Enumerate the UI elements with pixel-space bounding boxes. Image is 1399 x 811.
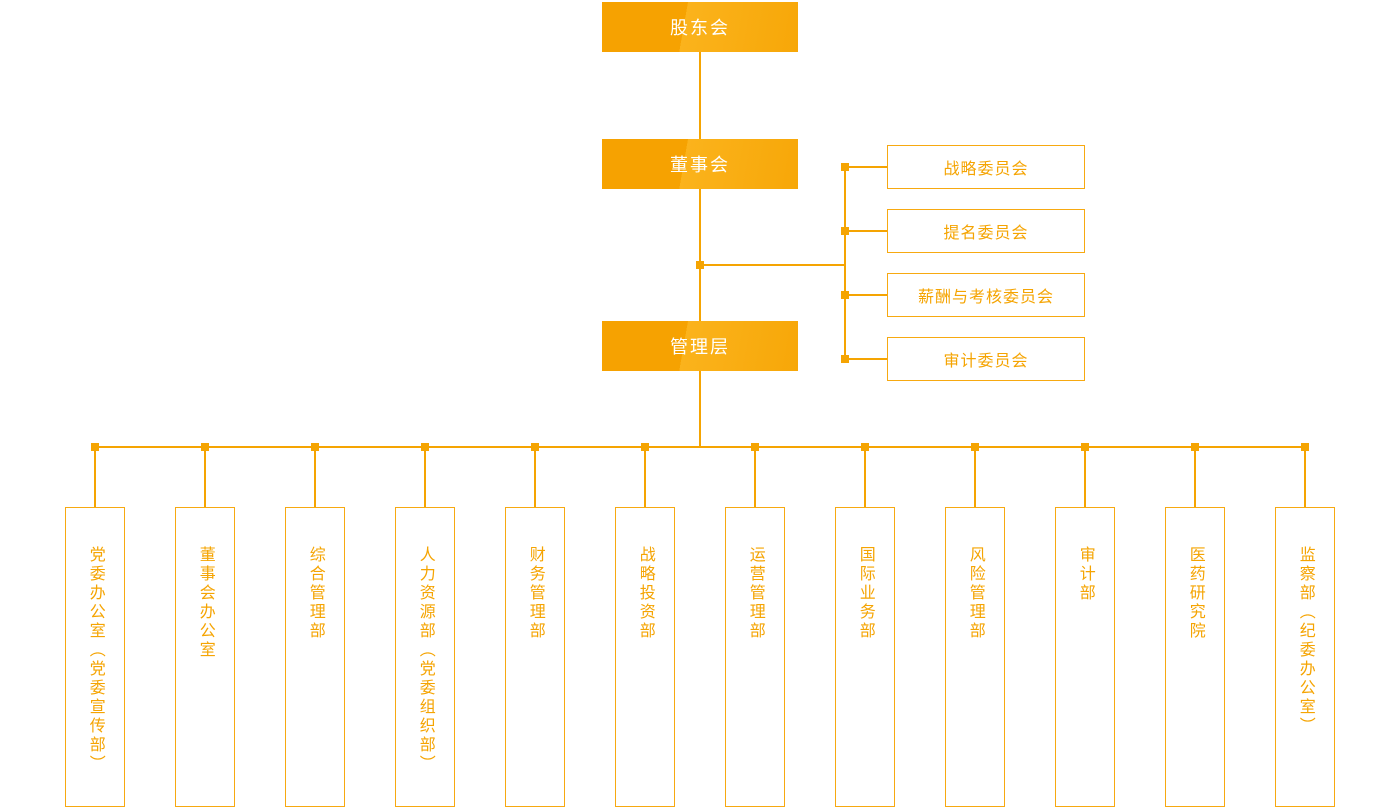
connector-board-committees [700,264,846,266]
connector-department [534,447,536,507]
connector-department [1084,447,1086,507]
connector-shareholders-board [699,52,701,139]
department-node: 综合管理部 [285,507,345,807]
committee-label: 提名委员会 [943,225,1029,242]
connector-department [644,447,646,507]
junction-marker [841,227,849,235]
org-node-management: 管理层 [602,321,798,371]
connector-department [94,447,96,507]
department-label: 国际业务部 [856,546,874,641]
committee-node: 审计委员会 [887,337,1085,381]
committee-label: 审计委员会 [943,353,1029,370]
junction-marker [841,163,849,171]
connector-department [424,447,426,507]
connector-department [974,447,976,507]
department-node: 财务管理部 [505,507,565,807]
connector-department [1304,447,1306,507]
connector-department [754,447,756,507]
org-node-shareholders-label: 股东会 [670,18,730,38]
org-node-shareholders: 股东会 [602,2,798,52]
committee-label: 战略委员会 [943,161,1029,178]
department-label: 党委办公室（党委宣传部） [86,546,104,774]
org-node-board-label: 董事会 [670,155,730,175]
connector-committee-4 [845,358,887,360]
connector-committee-1 [845,166,887,168]
department-bus-line [94,446,1306,448]
connector-board-management [699,189,701,321]
department-node: 国际业务部 [835,507,895,807]
department-label: 综合管理部 [306,546,324,641]
committee-node: 战略委员会 [887,145,1085,189]
junction-marker [841,355,849,363]
department-node: 董事会办公室 [175,507,235,807]
department-node: 党委办公室（党委宣传部） [65,507,125,807]
junction-marker [696,261,704,269]
department-label: 人力资源部（党委组织部） [416,546,434,774]
committee-label: 薪酬与考核委员会 [917,289,1054,306]
department-node: 战略投资部 [615,507,675,807]
department-node: 运营管理部 [725,507,785,807]
committee-spine-line [844,166,846,360]
committee-node: 薪酬与考核委员会 [887,273,1085,317]
connector-management-bus [699,371,701,447]
department-node: 监察部（纪委办公室） [1275,507,1335,807]
department-label: 医药研究院 [1186,546,1204,641]
junction-marker [841,291,849,299]
connector-department [1194,447,1196,507]
department-label: 风险管理部 [966,546,984,641]
department-label: 运营管理部 [746,546,764,641]
committee-node: 提名委员会 [887,209,1085,253]
department-label: 监察部（纪委办公室） [1296,546,1314,736]
department-label: 战略投资部 [636,546,654,641]
connector-committee-3 [845,294,887,296]
connector-department [204,447,206,507]
department-node: 医药研究院 [1165,507,1225,807]
department-node: 风险管理部 [945,507,1005,807]
department-node: 人力资源部（党委组织部） [395,507,455,807]
department-label: 财务管理部 [526,546,544,641]
department-node: 审计部 [1055,507,1115,807]
connector-department [864,447,866,507]
org-node-board: 董事会 [602,139,798,189]
department-label: 审计部 [1076,546,1094,603]
org-node-management-label: 管理层 [670,337,730,357]
department-label: 董事会办公室 [196,546,214,660]
connector-committee-2 [845,230,887,232]
connector-department [314,447,316,507]
